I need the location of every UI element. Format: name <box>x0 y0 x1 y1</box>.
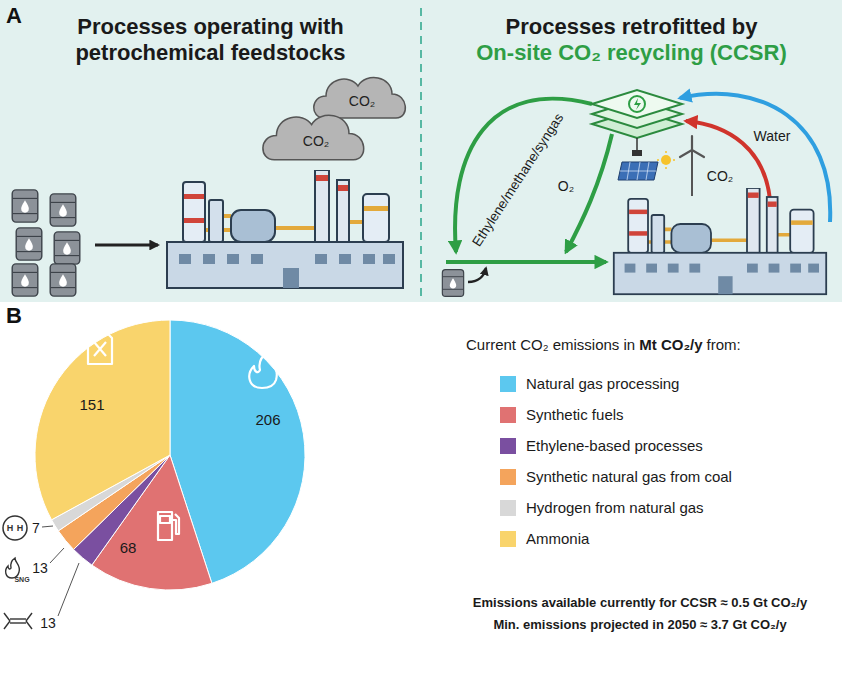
cloud-label: CO₂ <box>303 133 329 149</box>
cloud-label: CO₂ <box>349 93 375 109</box>
legend-swatch <box>500 376 516 392</box>
panel-letter: B <box>6 303 22 328</box>
legend-swatch <box>500 469 516 485</box>
summary-note: Emissions available currently for CCSR ≈… <box>473 596 807 611</box>
legend-row: Natural gas processing <box>500 375 679 392</box>
legend-heading: Current CO₂ emissions inMt CO₂/y from: <box>466 336 745 353</box>
legend-row: Ammonia <box>500 530 589 547</box>
legend-swatch <box>500 531 516 547</box>
legend-row: Hydrogen from natural gas <box>500 499 704 516</box>
slice-value: 151 <box>79 396 104 413</box>
slice-value: 13 <box>40 615 56 631</box>
legend-text: Synthetic fuels <box>526 406 624 423</box>
panel-heading: On-site CO₂ recycling (CCSR) <box>441 40 822 66</box>
icon-letter: H <box>7 523 14 533</box>
legend-swatch <box>500 500 516 516</box>
arrow-label: Water <box>754 128 791 144</box>
panel-band: Processes retrofitted byOn-site CO₂ recy… <box>421 14 842 70</box>
panel-letter: A <box>6 3 22 28</box>
panel-band: Processes operating with petrochemical f… <box>0 14 421 70</box>
icon-subscript: SNG <box>14 576 29 584</box>
icon-letter: H <box>17 523 24 533</box>
legend-row: Synthetic natural gas from coal <box>500 468 732 485</box>
slice-value: 206 <box>255 411 280 428</box>
legend-text: Hydrogen from natural gas <box>526 499 704 516</box>
legend-text: Natural gas processing <box>526 375 679 392</box>
arrow-label: CO₂ <box>707 168 733 184</box>
legend-row: Ethylene-based processes <box>500 437 703 454</box>
summary-note: Min. emissions projected in 2050 ≈ 3.7 G… <box>493 618 786 633</box>
legend-heading-part: Current CO₂ emissions in <box>466 336 635 353</box>
pie-slice <box>35 320 170 520</box>
legend-swatch <box>500 438 516 454</box>
legend-heading-part: Mt CO₂/y <box>639 336 702 353</box>
legend-swatch <box>500 407 516 423</box>
arrow-label: O₂ <box>558 178 574 194</box>
slice-value: 68 <box>120 539 137 556</box>
legend-text: Ethylene-based processes <box>526 437 703 454</box>
panel-heading: Processes retrofitted by <box>441 14 822 40</box>
slice-value: 7 <box>32 520 40 536</box>
legend-text: Ammonia <box>526 530 589 547</box>
panel-heading: Processes operating with petrochemical f… <box>20 14 401 66</box>
legend-text: Synthetic natural gas from coal <box>526 468 732 485</box>
legend-heading-part: from: <box>707 336 741 353</box>
slice-value: 13 <box>32 560 48 576</box>
legend-row: Synthetic fuels <box>500 406 624 423</box>
